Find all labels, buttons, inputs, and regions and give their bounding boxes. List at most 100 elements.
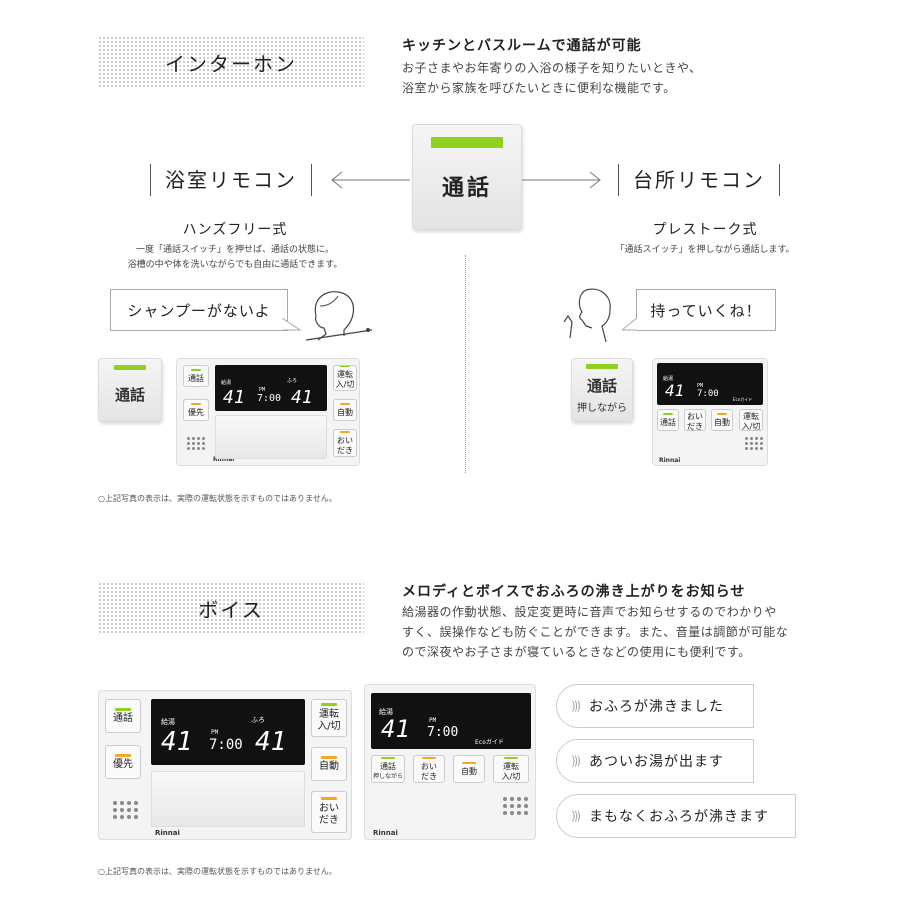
lcd-label: 給湯 (161, 718, 175, 726)
center-call-label: 通話 (441, 176, 492, 201)
voice-body-line: 給湯器の作動状態、設定変更時に音声でお知らせするのでわかりや (402, 605, 777, 619)
lcd-label: 給湯 (663, 376, 674, 382)
bathing-person-icon (305, 291, 373, 341)
lcd-temp: 41 (291, 387, 313, 408)
intercom-note: ○上記写真の表示は、実際の運転状態を示すものではありません。 (98, 494, 337, 503)
center-call-button[interactable]: 通話 (412, 124, 522, 230)
priority-button[interactable]: 優先 (183, 399, 209, 421)
lcd-temp: 41 (223, 387, 245, 408)
kitchen-speech-bubble: 持っていくね！ (636, 289, 776, 331)
intercom-body-line: 浴室から家族を呼びたいときに便利な機能です。 (402, 81, 676, 95)
kitchen-remote-large: 給湯 41 PM 7:00 Ecoガイド 通話押しながら おい だき 自動 運転… (364, 684, 536, 840)
sound-wave-icon: ))) (571, 809, 581, 823)
voice-title: メロディとボイスでおふろの沸き上がりをお知らせ (402, 584, 746, 600)
reheat-button[interactable]: おい だき (311, 791, 347, 833)
run-button[interactable]: 運転 入/切 (739, 409, 763, 431)
arrow-right-icon (522, 171, 601, 189)
run-button[interactable]: 運転 入/切 (493, 755, 529, 783)
bath-mode-title: ハンズフリー式 (182, 222, 288, 238)
bubble-tail-icon (282, 318, 302, 331)
bath-mode-desc-line: 一度「通話スイッチ」を押せば、通話の状態に。 (135, 245, 334, 255)
reheat-button-label: おい だき (319, 803, 339, 826)
speaker-grille (113, 801, 138, 819)
brand-logo: Rinnai (373, 829, 398, 837)
call-button[interactable]: 通話 (183, 365, 209, 387)
lcd-pm: PM (697, 383, 704, 389)
call-button-sublabel: 押しながら (372, 772, 403, 780)
speaker-grille (503, 797, 528, 815)
lcd-temp: 41 (161, 727, 193, 757)
auto-button[interactable]: 自動 (311, 747, 347, 781)
woman-calling-icon (563, 288, 611, 343)
bath-call-button[interactable]: 通話 (98, 358, 162, 422)
auto-button[interactable]: 自動 (711, 409, 733, 431)
run-button[interactable]: 運転 入/切 (333, 365, 357, 391)
kitchen-mode-title: プレストーク式 (652, 222, 758, 238)
lcd-label: ふろ (287, 378, 298, 384)
call-button[interactable]: 通話 (657, 409, 679, 431)
voice-message: ))) あついお湯が出ます (556, 739, 754, 783)
voice-heading: ボイス (98, 582, 364, 634)
bubble-tail-icon (622, 318, 638, 331)
call-button-label: 通話 (113, 713, 133, 724)
call-button[interactable]: 通話 (105, 699, 141, 733)
lcd-pm: PM (211, 729, 219, 736)
kitchen-call-button[interactable]: 通話 押しながら (571, 358, 633, 422)
run-button-label: 運転 入/切 (335, 370, 355, 389)
reheat-button[interactable]: おい だき (684, 409, 706, 431)
speaker-grille (745, 437, 763, 450)
call-button[interactable]: 通話押しながら (371, 755, 405, 783)
bath-remote-small: 通話 優先 Rinnai 給湯 ふろ 41 PM 7:00 41 運転 入/切 … (176, 358, 360, 466)
bath-speech-bubble: シャンプーがないよ (110, 289, 288, 331)
intercom-body: お子さまやお年寄りの入浴の様子を知りたいときや、 浴室から家族を呼びたいときに便… (402, 58, 702, 98)
priority-button[interactable]: 優先 (105, 745, 141, 779)
lcd-pm: PM (429, 717, 437, 724)
lcd-time: 7:00 (209, 737, 243, 753)
lcd-temp: 41 (255, 727, 287, 757)
voice-note: ○上記写真の表示は、実際の運転状態を示すものではありません。 (98, 867, 337, 876)
auto-button[interactable]: 自動 (453, 755, 485, 783)
intercom-title: キッチンとバスルームで通話が可能 (402, 38, 642, 54)
voice-body-line: ので深夜やお子さまが寝ているときなどの使用にも便利です。 (402, 645, 751, 659)
voice-heading-text: ボイス (198, 597, 264, 622)
call-indicator (431, 137, 503, 148)
run-button-label: 運転 入/切 (501, 761, 521, 781)
bath-lcd-display: 給湯 ふろ 41 PM 7:00 41 (215, 365, 327, 411)
run-button[interactable]: 運転 入/切 (311, 699, 347, 737)
lcd-label: 給湯 (221, 380, 232, 386)
voice-message: ))) おふろが沸きました (556, 684, 754, 728)
kitchen-speech-text: 持っていくね！ (650, 301, 762, 320)
reheat-button[interactable]: おい だき (333, 429, 357, 457)
call-indicator (114, 365, 146, 370)
lcd-time: 7:00 (427, 725, 459, 740)
bath-speech-text: シャンプーがないよ (127, 301, 271, 320)
call-button-label: 通話 (188, 373, 204, 383)
lcd-temp: 41 (381, 715, 410, 743)
brand-logo: Rinnai (155, 829, 180, 837)
kitchen-remote-label: 台所リモコン (618, 164, 780, 196)
lcd-eco-label: Ecoガイド (733, 397, 753, 402)
bath-mode-desc-line: 浴槽の中や体を洗いながらでも自由に通話できます。 (127, 260, 343, 270)
bath-call-label: 通話 (114, 386, 145, 404)
auto-button-label: 自動 (461, 766, 477, 776)
call-button-label: 通話 (380, 761, 396, 771)
sound-wave-icon: ))) (571, 699, 581, 713)
kitchen-call-label: 通話 (586, 377, 617, 395)
intercom-heading: インターホン (98, 36, 364, 88)
voice-message-text: あついお湯が出ます (589, 754, 725, 770)
speaker-grille (187, 437, 205, 450)
auto-button-label: 自動 (319, 761, 339, 772)
lcd-label: ふろ (251, 716, 265, 724)
voice-message: ))) まもなくおふろが沸きます (556, 794, 796, 838)
kitchen-lcd-display: 給湯 41 PM 7:00 Ecoガイド (371, 693, 531, 749)
remote-cover (151, 771, 305, 827)
priority-button-label: 優先 (188, 407, 204, 417)
call-indicator (586, 364, 618, 369)
sound-wave-icon: ))) (571, 754, 581, 768)
lcd-temp: 41 (665, 381, 685, 400)
run-button-label: 運転 入/切 (317, 709, 341, 732)
kitchen-call-sublabel: 押しながら (577, 403, 627, 414)
kitchen-remote-small: 給湯 41 PM 7:00 Ecoガイド 通話 おい だき 自動 運転 入/切 … (652, 358, 768, 466)
auto-button[interactable]: 自動 (333, 399, 357, 421)
reheat-button[interactable]: おい だき (413, 755, 445, 783)
